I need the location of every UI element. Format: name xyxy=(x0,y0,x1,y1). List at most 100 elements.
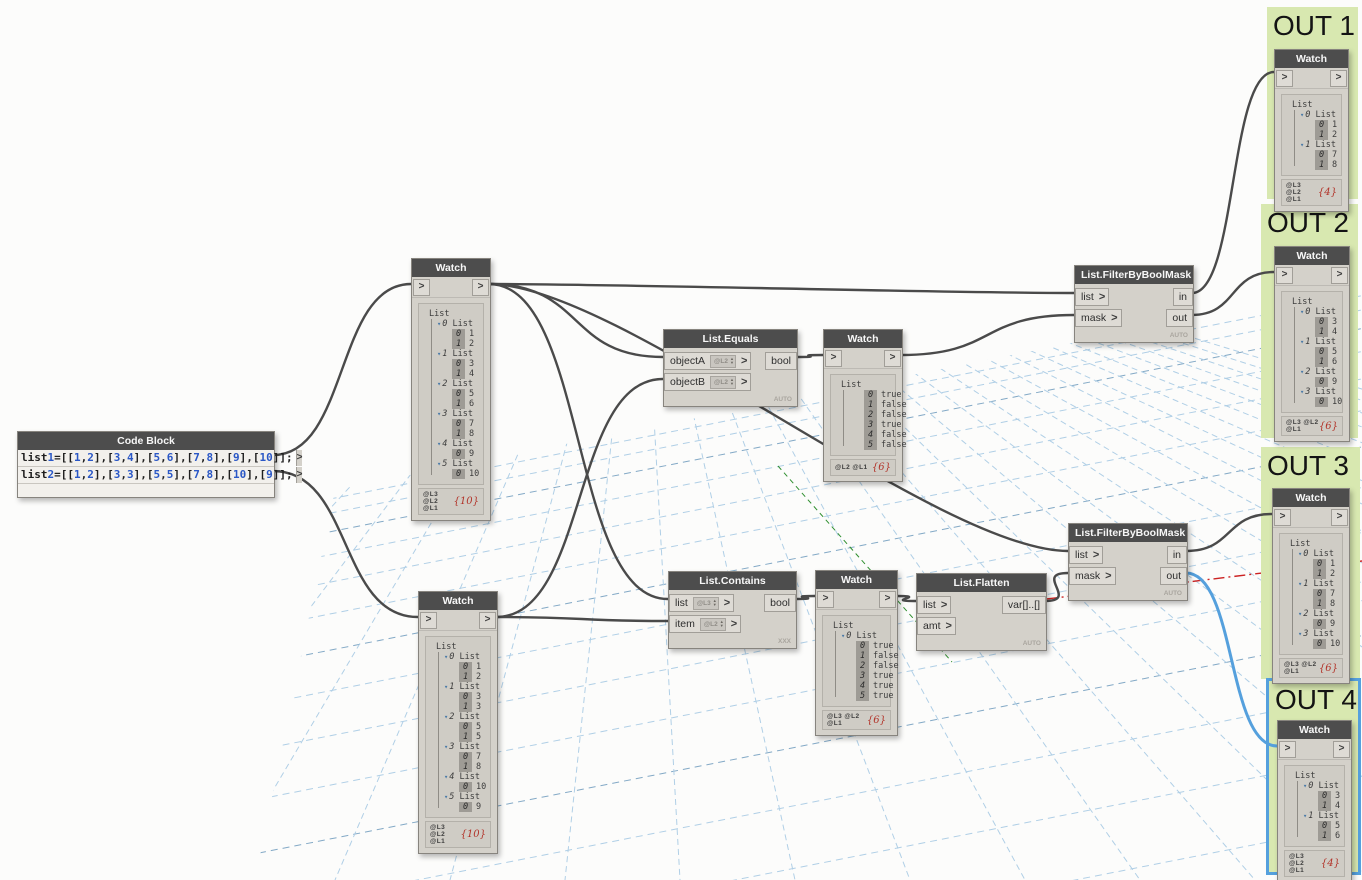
output-port[interactable]: > xyxy=(1331,266,1348,284)
collapse-triangle-icon[interactable]: ▾ xyxy=(444,653,449,661)
port-chevron-icon[interactable]: > xyxy=(1111,312,1118,324)
port-chevron-icon[interactable]: > xyxy=(1092,549,1100,561)
output-port[interactable]: > xyxy=(1330,69,1347,87)
lacing-levels-label[interactable]: @L3 @L2 @L1 xyxy=(1286,419,1319,433)
node-title[interactable]: Watch xyxy=(419,592,497,610)
output-port-out[interactable]: out xyxy=(1166,309,1193,327)
port-chevron-icon[interactable]: > xyxy=(723,597,731,609)
port-chevron-icon[interactable]: > xyxy=(1098,291,1106,303)
node-title[interactable]: Watch xyxy=(1278,721,1351,739)
spinner-arrows-icon[interactable]: ▲▼ xyxy=(729,377,734,386)
input-port[interactable]: > xyxy=(420,611,437,629)
port-chevron-icon[interactable]: > xyxy=(945,620,952,632)
collapse-triangle-icon[interactable]: ▾ xyxy=(444,683,449,691)
node-title[interactable]: List.Flatten xyxy=(917,574,1046,592)
lacing-levels-label[interactable]: @L3 @L2 @L1 xyxy=(827,713,860,727)
collapse-triangle-icon[interactable]: ▾ xyxy=(1300,308,1305,316)
spinner-arrows-icon[interactable]: ▲▼ xyxy=(719,619,724,628)
port-chevron-icon[interactable]: > xyxy=(940,599,948,611)
collapse-triangle-icon[interactable]: ▾ xyxy=(1300,368,1305,376)
collapse-triangle-icon[interactable]: ▾ xyxy=(437,460,442,468)
output-port[interactable]: > xyxy=(295,467,303,483)
collapse-triangle-icon[interactable]: ▾ xyxy=(1300,338,1305,346)
function-node[interactable]: List.Flatten list> var[]..[] amt> AUTO xyxy=(916,573,1047,651)
node-title[interactable]: Watch xyxy=(412,259,490,277)
code-editor[interactable]: list1=[[1,2],[3,4],[5,6],[7,8],[9],[10]]… xyxy=(18,450,303,497)
port-chevron-icon[interactable]: > xyxy=(1105,570,1112,582)
code-text[interactable]: list1=[[1,2],[3,4],[5,6],[7,8],[9],[10]]… xyxy=(21,451,293,464)
port-chevron-icon[interactable]: > xyxy=(730,618,738,630)
output-port[interactable]: > xyxy=(472,278,489,296)
input-port-list[interactable]: list> xyxy=(1075,288,1110,306)
input-port[interactable]: > xyxy=(825,349,842,367)
collapse-triangle-icon[interactable]: ▾ xyxy=(1303,812,1308,820)
input-port[interactable]: > xyxy=(817,590,834,608)
lacing-indicator[interactable]: AUTO xyxy=(773,396,792,403)
collapse-triangle-icon[interactable]: ▾ xyxy=(437,350,442,358)
collapse-triangle-icon[interactable]: ▾ xyxy=(1300,141,1305,149)
output-port[interactable]: > xyxy=(1331,508,1348,526)
code-line[interactable]: list1=[[1,2],[3,4],[5,6],[7,8],[9],[10]]… xyxy=(18,450,303,467)
output-port[interactable]: > xyxy=(884,349,901,367)
node-title[interactable]: List.Contains xyxy=(669,572,796,590)
collapse-triangle-icon[interactable]: ▾ xyxy=(437,320,442,328)
collapse-triangle-icon[interactable]: ▾ xyxy=(1300,111,1305,119)
collapse-triangle-icon[interactable]: ▾ xyxy=(1298,580,1303,588)
code-text[interactable]: list2=[[1,2],[3,3],[5,5],[7,8],[10],[9]]… xyxy=(21,468,293,481)
output-port[interactable]: > xyxy=(295,450,303,466)
collapse-triangle-icon[interactable]: ▾ xyxy=(1298,550,1303,558)
output-port[interactable]: > xyxy=(1333,740,1350,758)
output-port-var[]..[][interactable]: var[]..[] xyxy=(1001,596,1046,614)
lacing-indicator[interactable]: AUTO xyxy=(1163,590,1182,597)
input-port[interactable]: > xyxy=(1279,740,1296,758)
lacing-indicator[interactable]: XXX xyxy=(777,638,791,645)
output-port[interactable]: > xyxy=(479,611,496,629)
lacing-level-spinner[interactable]: @L3▲▼ xyxy=(692,596,719,610)
input-port-mask[interactable]: mask> xyxy=(1069,567,1116,585)
input-port-list[interactable]: list> xyxy=(917,596,952,614)
output-port[interactable]: > xyxy=(879,590,896,608)
collapse-triangle-icon[interactable]: ▾ xyxy=(1303,782,1308,790)
node-title[interactable]: Watch xyxy=(1273,489,1349,507)
input-port-item[interactable]: item@L2▲▼> xyxy=(669,615,742,633)
code-line[interactable]: list2=[[1,2],[3,3],[5,5],[7,8],[10],[9]]… xyxy=(18,467,303,484)
collapse-triangle-icon[interactable]: ▾ xyxy=(1298,630,1303,638)
collapse-triangle-icon[interactable]: ▾ xyxy=(437,440,442,448)
node-title[interactable]: Watch xyxy=(1275,50,1348,68)
lacing-levels-label[interactable]: @L2 @L1 xyxy=(835,464,868,471)
collapse-triangle-icon[interactable]: ▾ xyxy=(841,632,846,640)
code-block-node[interactable]: Code Block list1=[[1,2],[3,4],[5,6],[7,8… xyxy=(17,431,303,498)
node-title[interactable]: List.FilterByBoolMask xyxy=(1075,266,1193,284)
collapse-triangle-icon[interactable]: ▾ xyxy=(1300,388,1305,396)
spinner-arrows-icon[interactable]: ▲▼ xyxy=(712,598,717,607)
node-title[interactable]: Watch xyxy=(1275,247,1349,265)
input-port-amt[interactable]: amt> xyxy=(917,617,956,635)
collapse-triangle-icon[interactable]: ▾ xyxy=(437,410,442,418)
input-port-list[interactable]: list> xyxy=(1069,546,1104,564)
output-port-in[interactable]: in xyxy=(1172,288,1193,306)
collapse-triangle-icon[interactable]: ▾ xyxy=(1298,610,1303,618)
lacing-indicator[interactable]: AUTO xyxy=(1169,332,1188,339)
port-chevron-icon[interactable]: > xyxy=(740,355,748,367)
output-port-bool[interactable]: bool xyxy=(765,352,797,370)
output-port-in[interactable]: in xyxy=(1166,546,1187,564)
lacing-level-spinner[interactable]: @L2▲▼ xyxy=(710,375,736,389)
lacing-level-spinner[interactable]: @L2▲▼ xyxy=(710,354,736,368)
port-chevron-icon[interactable]: > xyxy=(740,376,748,388)
lacing-levels-label[interactable]: @L3 @L2 @L1 xyxy=(430,824,446,845)
input-port[interactable]: > xyxy=(1276,69,1293,87)
input-port[interactable]: > xyxy=(1274,508,1291,526)
lacing-indicator[interactable]: AUTO xyxy=(1022,640,1041,647)
node-title[interactable]: Watch xyxy=(816,571,897,589)
lacing-levels-label[interactable]: @L3 @L2 @L1 xyxy=(1286,182,1302,203)
